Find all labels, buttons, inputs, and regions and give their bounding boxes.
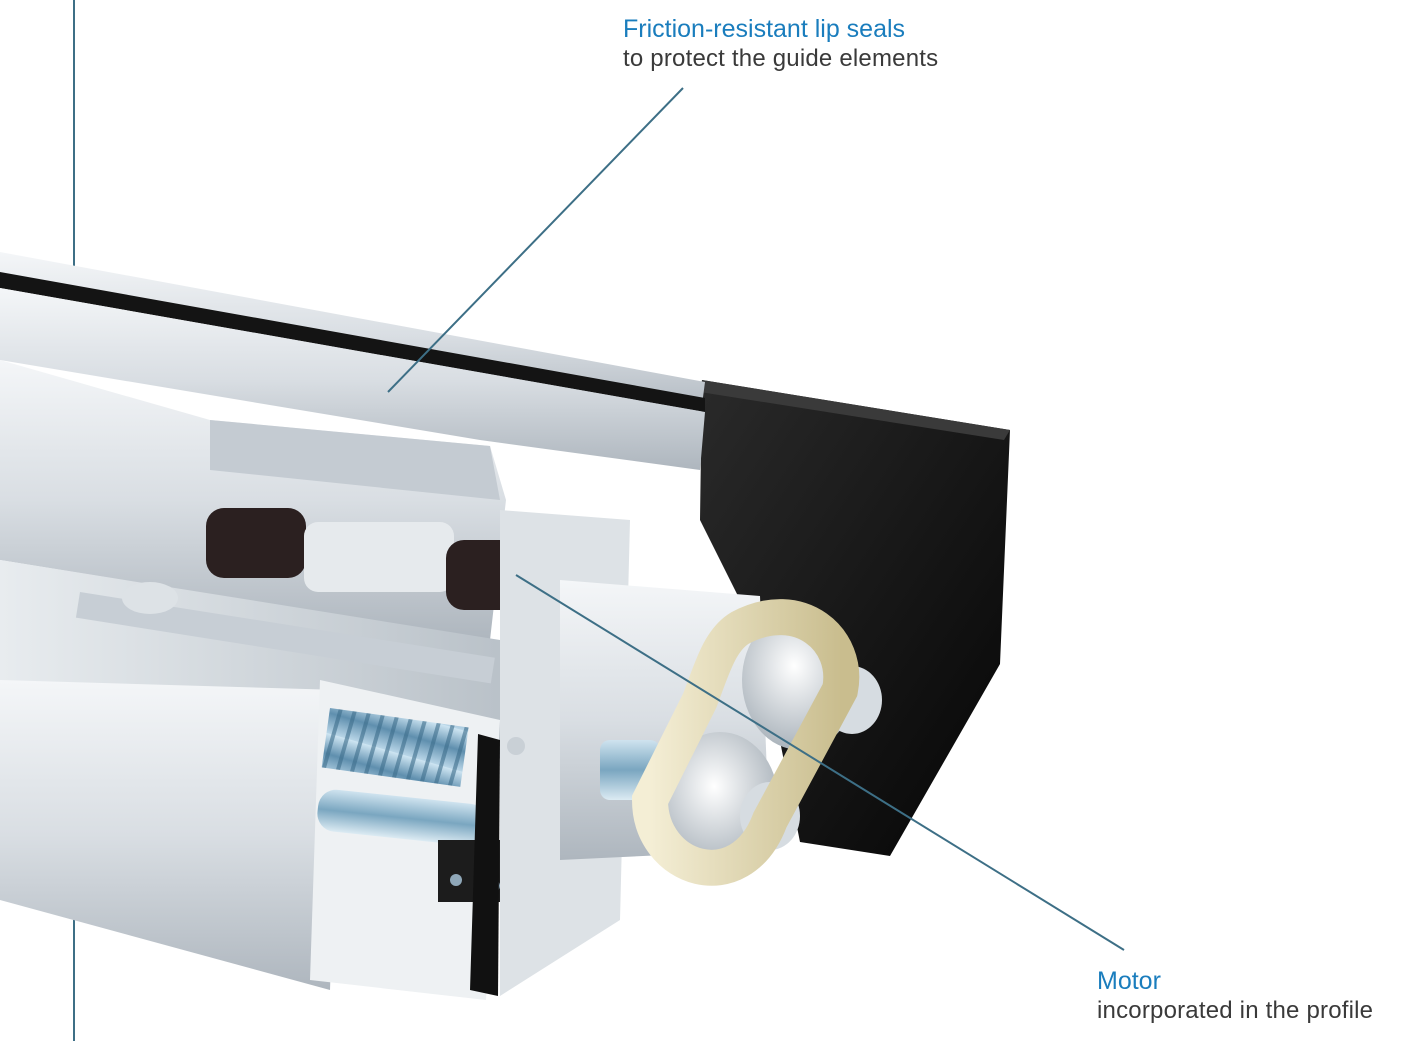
motor-housing-top bbox=[700, 380, 1010, 440]
end-plate-black-edge bbox=[470, 734, 500, 996]
callout-motor-title: Motor bbox=[1097, 967, 1161, 995]
profile-lower-block bbox=[0, 680, 340, 990]
end-plate-screw bbox=[507, 737, 525, 755]
motor-housing bbox=[700, 380, 1010, 856]
callout-motor: Motor incorporated in the profile bbox=[1097, 966, 1373, 1026]
sensor-screw-1 bbox=[450, 874, 462, 886]
guide-rod bbox=[317, 789, 488, 846]
guide-slot bbox=[75, 592, 495, 684]
callout-motor-text: incorporated in the profile bbox=[1097, 997, 1374, 1024]
motor-drum-center bbox=[304, 522, 454, 592]
callout-lip-seals: Friction-resistant lip seals to protect … bbox=[623, 14, 938, 74]
profile-upper-face bbox=[0, 288, 705, 470]
callout-seals-text: to protect the guide elements bbox=[623, 45, 939, 72]
profile-black-slot bbox=[0, 272, 705, 412]
motor-drum-left bbox=[206, 508, 306, 578]
ball-screw-spring bbox=[321, 708, 469, 787]
motor-leader-line bbox=[515, 574, 1125, 951]
seals-leader-line bbox=[387, 87, 684, 393]
slot-end-cap bbox=[122, 582, 178, 614]
carriage-window bbox=[210, 420, 500, 500]
callout-seals-title: Friction-resistant lip seals bbox=[623, 15, 906, 43]
timing-belt bbox=[631, 599, 860, 886]
